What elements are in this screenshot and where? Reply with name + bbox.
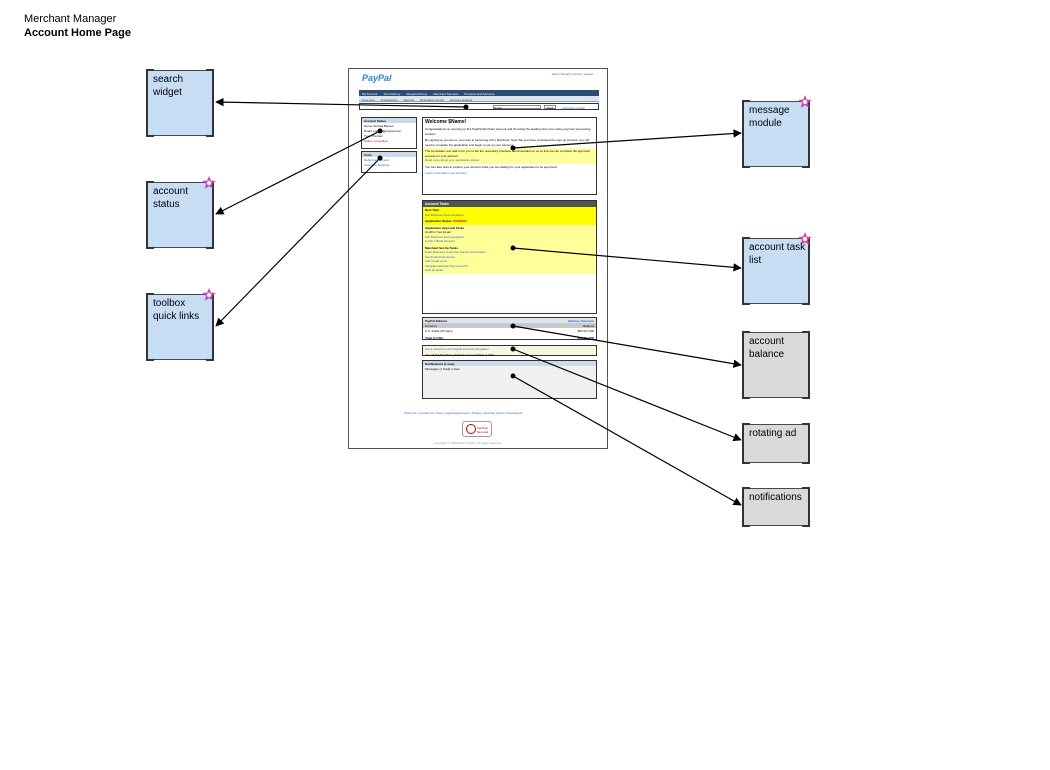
main-nav: My Account Send Money Request Money Merchan… bbox=[359, 90, 599, 96]
star-icon bbox=[202, 288, 216, 301]
nav-tab[interactable]: Products and Services bbox=[464, 91, 495, 96]
sub-tab[interactable]: Account settings bbox=[450, 97, 473, 102]
message-module-label: message module bbox=[749, 105, 790, 129]
balance-overview-link[interactable]: Balance Overview bbox=[568, 319, 594, 323]
search-widget: Email Find Advanced search bbox=[359, 103, 599, 110]
account-task-list-box: account task list bbox=[742, 232, 812, 305]
sub-tab[interactable]: Transactions bbox=[380, 97, 398, 102]
toolbox-quick-links-label: toolbox quick links bbox=[153, 298, 200, 322]
search-go-button[interactable]: Find bbox=[544, 105, 556, 110]
sub-tab[interactable]: Overview bbox=[362, 97, 375, 102]
search-type-select[interactable]: Email bbox=[493, 105, 541, 110]
application-status-link[interactable]: Read more about your application status bbox=[425, 158, 479, 162]
rotating-ad-module: Get a chance to win PayPal exclusive Rew… bbox=[422, 345, 597, 357]
ad-text: Use all PayPal Money Market Account? Rat… bbox=[425, 352, 495, 357]
tool-link[interactable]: Automate Shipping bbox=[364, 163, 390, 167]
message-module: Welcome $Name! Congratulations on openin… bbox=[422, 117, 597, 195]
star-icon bbox=[202, 176, 216, 189]
rotating-ad-label: rotating ad bbox=[749, 428, 797, 439]
paypal-logo: PayPal bbox=[362, 73, 392, 83]
search-widget-label: search widget bbox=[153, 74, 184, 98]
message-module-box: message module bbox=[742, 95, 812, 168]
status-line: Status: Unverified bbox=[364, 139, 388, 143]
account-task-list: Account Tasks Next Task Fax Business Doc… bbox=[422, 200, 597, 314]
task-item[interactable]: Set Email Preferences bbox=[425, 254, 455, 259]
rotating-ad-box: rotating ad bbox=[742, 423, 810, 464]
nav-tab[interactable]: Request Money bbox=[406, 91, 428, 96]
account-status-module: Account Status Name: Andrea Barnes Email… bbox=[361, 117, 417, 149]
sub-nav: Overview Transactions Reports Resolution Ce… bbox=[359, 96, 599, 102]
notification-item[interactable]: Messages (1 Total) 1 New bbox=[425, 367, 460, 371]
search-widget-box: search widget bbox=[146, 69, 214, 137]
status-line: Name: Andrea Barnes bbox=[364, 124, 394, 128]
sub-tab[interactable]: Resolution Center bbox=[420, 97, 445, 102]
task-item[interactable]: Confirm Bank Account bbox=[425, 239, 455, 243]
next-task: Next Task Fax Business Documentation bbox=[423, 207, 596, 218]
toolbox-quick-links-box: toolbox quick links bbox=[146, 288, 216, 361]
copyright: Copyright © 1999-2007 PayPal. All rights… bbox=[434, 441, 502, 445]
learn-more-link[interactable]: Learn more about your account bbox=[425, 171, 467, 175]
account-status-box: account status bbox=[146, 176, 216, 249]
notifications-module: Notifications (1 new) Messages (1 Total)… bbox=[422, 360, 597, 399]
nav-tab[interactable]: Merchant Services bbox=[433, 91, 459, 96]
notifications-header: Notifications (1 new) bbox=[423, 361, 596, 366]
top-links[interactable]: Help | Security Center | Logout bbox=[552, 72, 593, 76]
task-item[interactable]: Integrate Website Payments Pro bbox=[425, 263, 469, 268]
diagram-title: Account Home Page bbox=[24, 27, 131, 39]
fax-documentation-link[interactable]: Fax Business Documentation bbox=[425, 212, 465, 217]
account-balance-label: account balance bbox=[749, 336, 785, 360]
approval-tasks: Application Approval Tasks Confirm Your … bbox=[423, 224, 596, 245]
notifications-box: notifications bbox=[742, 487, 810, 527]
account-task-list-label: account task list bbox=[749, 242, 806, 266]
task-item[interactable]: Enter Business Customer Service Informat… bbox=[425, 250, 486, 254]
setup-tasks: Merchant Set-Up Tasks Enter Business Cus… bbox=[423, 244, 596, 274]
welcome-body-2: By signing up you are on your way to bec… bbox=[425, 138, 589, 147]
verisign-seal: VeriSign Secured bbox=[462, 421, 492, 437]
account-status-header: Account Status bbox=[362, 118, 416, 123]
task-item[interactable]: Confirm Your Email bbox=[425, 230, 451, 234]
page-wireframe: PayPal Help | Security Center | Logout M… bbox=[348, 68, 608, 449]
application-status: Application Status: PENDING bbox=[423, 218, 596, 225]
diagram-subtitle: Merchant Manager bbox=[24, 13, 117, 25]
welcome-title: Welcome $Name! bbox=[425, 119, 467, 125]
footer-links[interactable]: About Us | Contact Us | Fees | Legal Agr… bbox=[404, 411, 523, 415]
welcome-next-step: The immediate next task is for you to fa… bbox=[423, 148, 596, 164]
account-balance-box: account balance bbox=[742, 331, 810, 399]
checkmark-icon bbox=[466, 424, 476, 434]
hide-tasks-link[interactable]: Hide all tasks bbox=[425, 268, 443, 272]
nav-tab[interactable]: My Account bbox=[362, 91, 378, 96]
task-item[interactable]: Fax Business Documentation bbox=[425, 234, 465, 239]
account-status-label: account status bbox=[153, 186, 189, 210]
tasks-header: Account Tasks bbox=[423, 201, 596, 207]
welcome-body: Congratulations on opening up this PayPa… bbox=[425, 127, 591, 136]
notifications-label: notifications bbox=[749, 492, 802, 503]
toolbox-module: Tools Refund a Payment Automate Shipping bbox=[361, 151, 417, 173]
star-icon bbox=[798, 95, 812, 108]
nav-tab[interactable]: Send Money bbox=[383, 91, 401, 96]
star-icon bbox=[798, 232, 812, 245]
task-item[interactable]: Add Credit Card bbox=[425, 259, 447, 263]
sub-tab[interactable]: Reports bbox=[403, 97, 415, 102]
welcome-note: You can also start to explore your accou… bbox=[425, 164, 558, 169]
advanced-search-link[interactable]: Advanced search bbox=[562, 105, 586, 110]
balance-total: Total in USD:$00.00 USD bbox=[425, 335, 594, 340]
ad-link[interactable]: Get a chance to win PayPal exclusive Rew… bbox=[425, 347, 489, 351]
